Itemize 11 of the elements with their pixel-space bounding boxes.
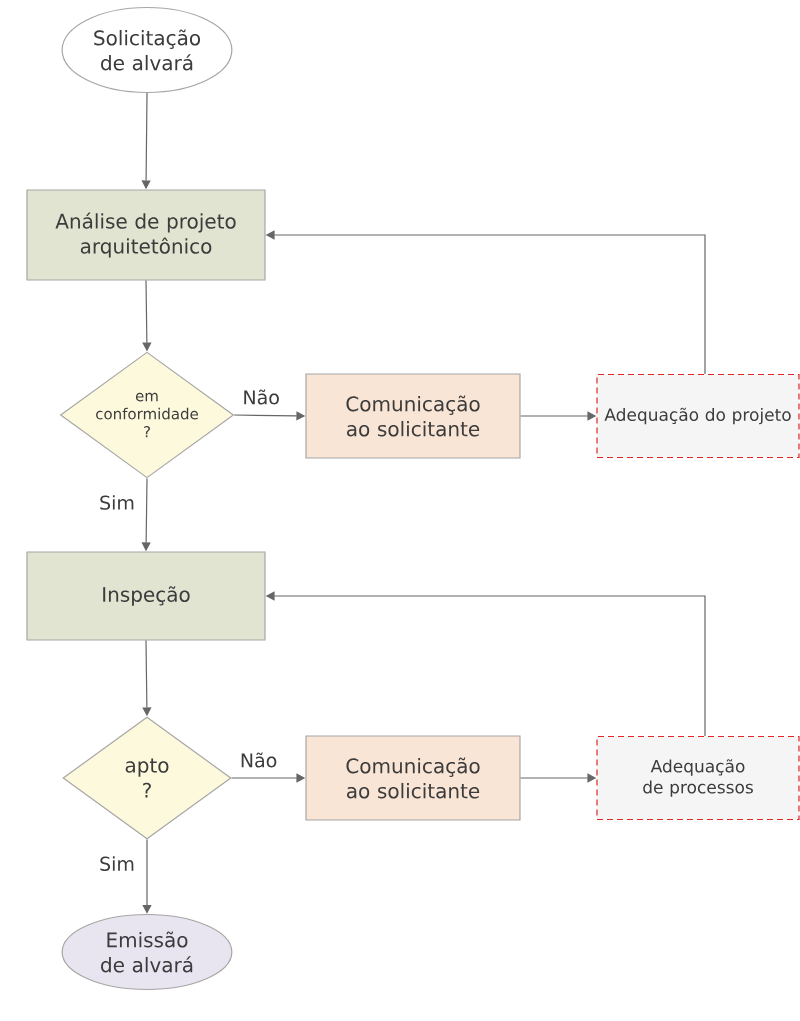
edge-label: Sim [98,494,136,511]
edge-label: Sim [98,855,136,872]
process-box: Comunicação ao solicitante [305,373,521,459]
process-box: Inspeção [26,551,266,641]
arrow [142,839,152,914]
dashed-box: Adequação de processos [596,735,800,821]
dashed-box: Adequação do projeto [596,373,800,459]
process-box: Análise de projeto arquitetônico [26,189,266,281]
edge-label: Não [238,751,279,769]
process-box: Comunicação ao solicitante [305,735,521,821]
edge-label: Não [241,388,281,406]
